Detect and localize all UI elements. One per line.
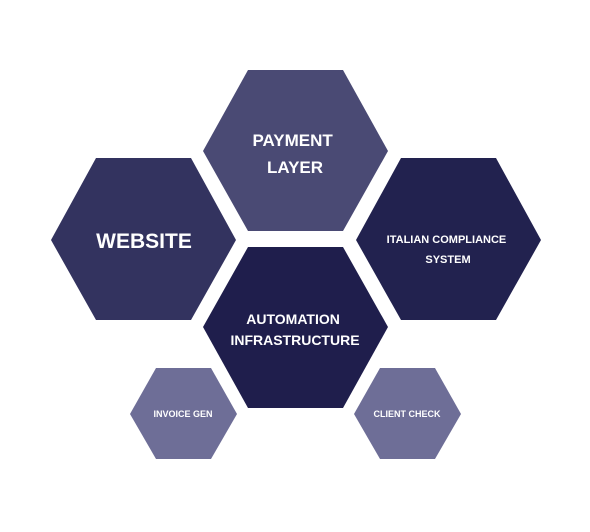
hex-label-line: PAYMENT — [252, 131, 333, 150]
hex-shape-italian-compliance-system — [356, 158, 541, 320]
hex-invoice-gen: INVOICE GEN — [130, 368, 237, 459]
hex-label-line: ITALIAN COMPLIANCE — [387, 234, 507, 246]
hex-label-line: CLIENT CHECK — [374, 409, 441, 419]
hex-website: WEBSITE — [51, 158, 236, 320]
hex-label-italian-compliance-system: ITALIAN COMPLIANCE SYSTEM — [387, 234, 510, 266]
hex-label-line: WEBSITE — [96, 230, 192, 253]
hex-automation-infrastructure: AUTOMATION INFRASTRUCTURE — [203, 247, 388, 408]
hex-label-payment-layer: PAYMENT LAYER — [252, 131, 337, 177]
hex-payment-layer: PAYMENT LAYER — [203, 70, 388, 231]
hex-shape-automation-infrastructure — [203, 247, 388, 408]
hex-label-invoice-gen: INVOICE GEN — [153, 409, 212, 419]
hex-shape-payment-layer — [203, 70, 388, 231]
hex-shape-website — [51, 158, 236, 320]
hex-label-automation-infrastructure: AUTOMATION INFRASTRUCTURE — [230, 311, 359, 348]
hex-shape-client-check — [354, 368, 461, 459]
hex-label-line: SYSTEM — [425, 254, 470, 266]
hex-label-line: AUTOMATION — [246, 311, 340, 327]
hex-label-line: LAYER — [267, 158, 323, 177]
hex-label-line: INFRASTRUCTURE — [230, 332, 359, 348]
hex-client-check: CLIENT CHECK — [354, 368, 461, 459]
hex-shape-invoice-gen — [130, 368, 237, 459]
hex-italian-compliance-system: ITALIAN COMPLIANCE SYSTEM — [356, 158, 541, 320]
hex-label-client-check: CLIENT CHECK — [374, 409, 441, 419]
hex-label-line: INVOICE GEN — [153, 409, 212, 419]
hex-label-website: WEBSITE — [96, 230, 192, 253]
